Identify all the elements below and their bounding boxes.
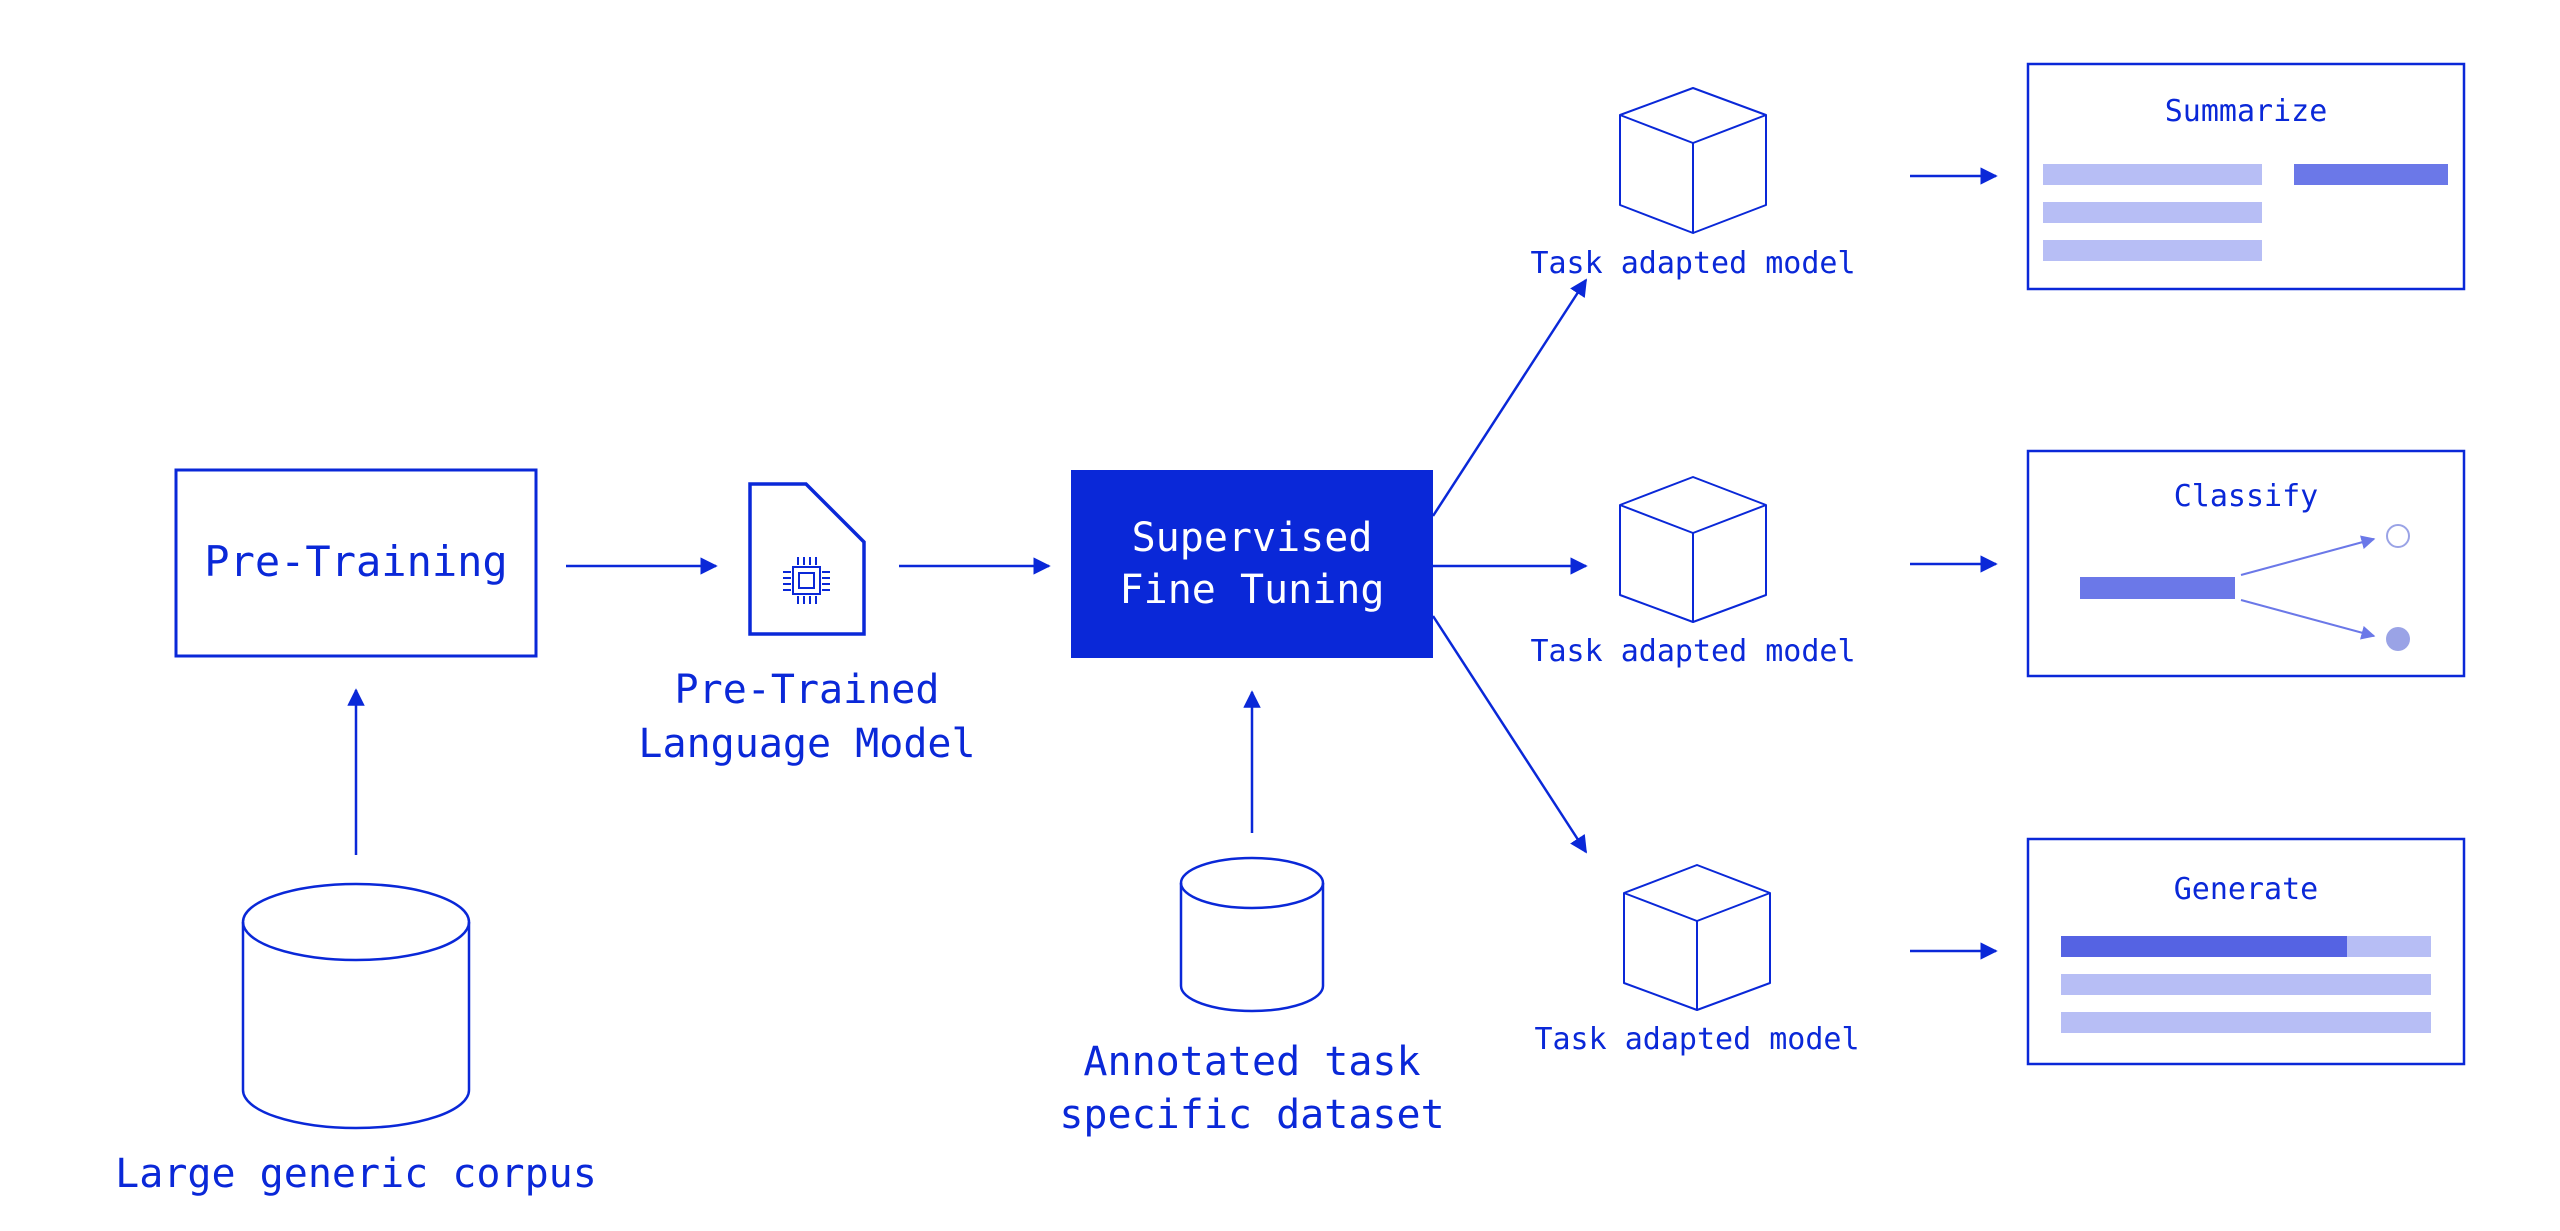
generate-bar-3 — [2061, 1012, 2431, 1033]
dataset-node: Annotated task specific dataset — [1059, 856, 1445, 1138]
sft-box — [1071, 470, 1433, 658]
sft-label-line1: Supervised — [1132, 515, 1373, 561]
pretrained-model-label-line2: Language Model — [638, 721, 975, 767]
database-cylinder-icon — [1179, 856, 1325, 1013]
pretraining-box — [174, 468, 538, 658]
classify-option-filled-icon — [2386, 627, 2410, 651]
summarize-bar-1 — [2043, 164, 2262, 185]
cube-icon — [1619, 87, 1767, 234]
summarize-card: Summarize — [2026, 62, 2466, 291]
sft-node: Supervised Fine Tuning — [1071, 470, 1433, 658]
pretraining-node: Pre-Training — [174, 468, 538, 658]
summarize-bar-2 — [2043, 202, 2262, 223]
chip-document-icon — [748, 482, 866, 636]
summarize-title: Summarize — [2165, 94, 2328, 129]
task-model-2: Task adapted model — [1530, 476, 1856, 669]
arrow-sft-to-task-1 — [1431, 278, 1588, 517]
classify-input-bar — [2080, 577, 2235, 599]
generate-bar-1-fill — [2061, 936, 2347, 957]
summarize-output-bar — [2294, 164, 2448, 185]
generate-card: Generate — [2026, 837, 2466, 1066]
corpus-node: Large generic corpus — [115, 882, 597, 1197]
sft-label-line2: Fine Tuning — [1120, 567, 1385, 613]
cube-icon — [1623, 864, 1771, 1011]
summarize-bar-3 — [2043, 240, 2262, 261]
pretraining-label: Pre-Training — [204, 537, 507, 586]
classify-arrow-lower — [2240, 599, 2376, 640]
pretrained-model-node: Pre-Trained Language Model — [638, 482, 976, 767]
generate-bar-2 — [2061, 974, 2431, 995]
pretrained-model-label-line1: Pre-Trained — [675, 667, 940, 713]
corpus-label: Large generic corpus — [115, 1151, 597, 1197]
cube-icon — [1619, 476, 1767, 623]
task-model-1: Task adapted model — [1530, 87, 1856, 281]
classify-arrow-upper — [2240, 535, 2376, 576]
task-model-3-label: Task adapted model — [1534, 1022, 1859, 1057]
generate-card-frame — [2026, 837, 2466, 1066]
summarize-card-frame — [2026, 62, 2466, 291]
database-cylinder-icon — [241, 882, 471, 1130]
task-model-2-label: Task adapted model — [1530, 634, 1855, 669]
dataset-label-line1: Annotated task — [1083, 1039, 1420, 1085]
arrow-sft-to-task-3 — [1431, 615, 1588, 854]
classify-title: Classify — [2174, 479, 2319, 514]
classify-option-empty-icon — [2386, 524, 2410, 548]
dataset-label-line2: specific dataset — [1059, 1092, 1444, 1138]
classify-card-frame — [2026, 449, 2466, 678]
task-model-3: Task adapted model — [1534, 864, 1860, 1057]
classify-card: Classify — [2026, 449, 2466, 678]
generate-title: Generate — [2174, 872, 2319, 907]
task-model-1-label: Task adapted model — [1530, 246, 1855, 281]
